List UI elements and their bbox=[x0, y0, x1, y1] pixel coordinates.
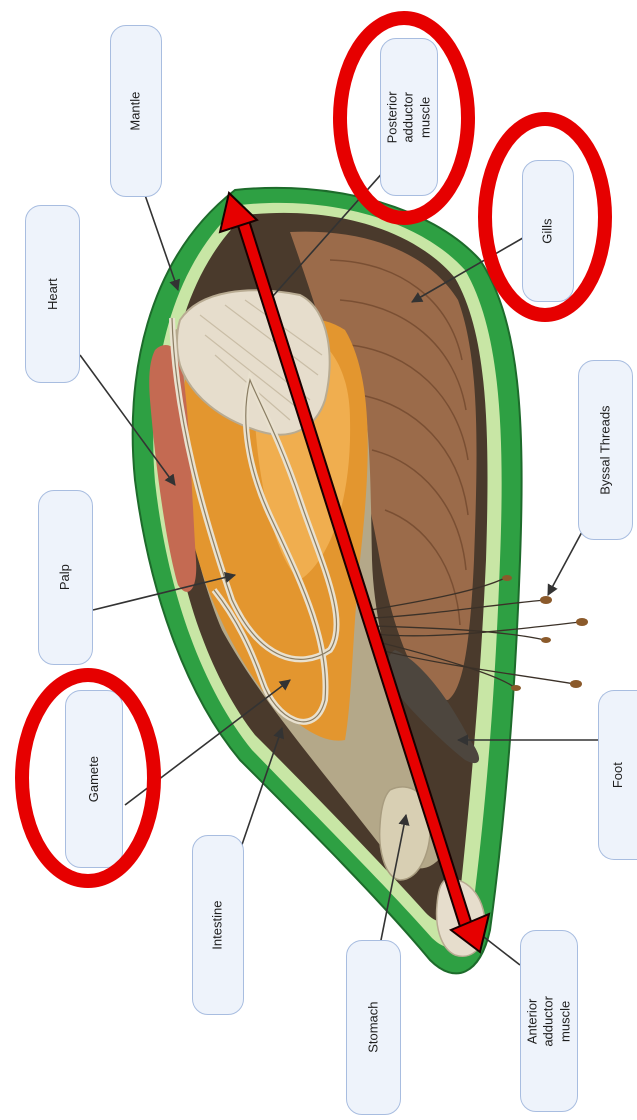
label-anterior-adductor-muscle: Anterior adductor muscle bbox=[520, 930, 578, 1112]
label-posterior-adductor-muscle-text: Posterior adductor muscle bbox=[385, 89, 434, 145]
label-stomach-text: Stomach bbox=[365, 1002, 381, 1053]
label-intestine-text: Intestine bbox=[210, 900, 226, 949]
label-mantle: Mantle bbox=[110, 25, 162, 197]
label-palp-text: Palp bbox=[57, 564, 73, 590]
label-anterior-adductor-muscle-text: Anterior adductor muscle bbox=[525, 993, 574, 1049]
label-byssal-threads: Byssal Threads bbox=[578, 360, 633, 540]
label-gills-text: Gills bbox=[540, 218, 556, 243]
leader-byssal bbox=[548, 530, 583, 595]
label-byssal-threads-text: Byssal Threads bbox=[597, 405, 613, 494]
label-gamete-text: Gamete bbox=[86, 756, 102, 802]
label-foot: Foot bbox=[598, 690, 637, 860]
label-gamete: Gamete bbox=[65, 690, 123, 868]
label-intestine: Intestine bbox=[192, 835, 244, 1015]
label-palp: Palp bbox=[38, 490, 93, 665]
label-foot-text: Foot bbox=[610, 762, 626, 788]
label-stomach: Stomach bbox=[346, 940, 401, 1115]
label-posterior-adductor-muscle: Posterior adductor muscle bbox=[380, 38, 438, 196]
label-heart: Heart bbox=[25, 205, 80, 383]
label-mantle-text: Mantle bbox=[128, 91, 144, 130]
label-gills: Gills bbox=[522, 160, 574, 302]
label-heart-text: Heart bbox=[44, 278, 60, 310]
leader-mantle bbox=[145, 195, 178, 290]
